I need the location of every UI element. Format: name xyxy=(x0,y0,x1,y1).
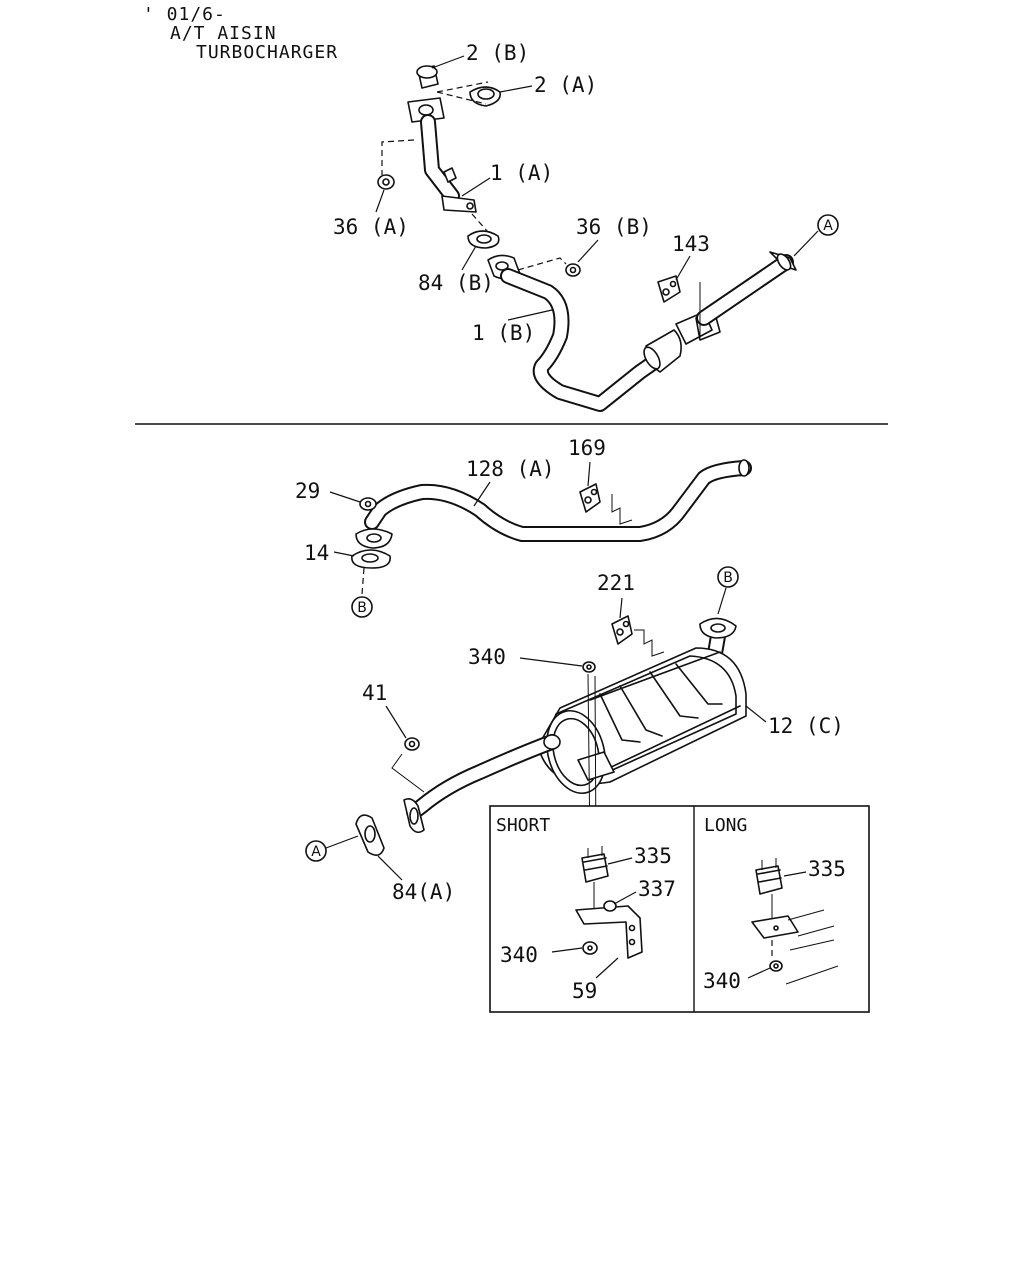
part-128a-pipe xyxy=(355,459,752,549)
rear-exhaust-labels: 128 (A) 169 29 14 B 221 B 340 12 (C) 41 … xyxy=(295,436,844,904)
part-29-nut xyxy=(359,497,377,511)
part-84a-gasket xyxy=(355,814,385,856)
hanger-variants-inset: SHORT LONG 335 337 340 59 xyxy=(489,805,870,1013)
label-84b: 84 (B) xyxy=(418,271,494,295)
header-engine: TURBOCHARGER xyxy=(196,42,338,63)
part-340-nut-upper xyxy=(582,661,596,673)
short-hanger-parts xyxy=(575,846,643,959)
part-12c-muffler xyxy=(403,617,747,834)
label-2a: 2 (A) xyxy=(534,73,597,97)
inset-title-short: SHORT xyxy=(496,815,550,836)
part-36b-nut xyxy=(565,263,581,277)
header-date: ' 01/6- xyxy=(143,4,226,25)
part-36a-nut xyxy=(377,174,395,190)
part-169-rubber-mount xyxy=(579,483,601,513)
label-2b: 2 (B) xyxy=(466,41,529,65)
ref-circle-b-left xyxy=(351,596,373,618)
label-12c: 12 (C) xyxy=(768,714,844,738)
ref-letter-b-left: B xyxy=(357,600,367,616)
inset-frame xyxy=(489,805,870,1013)
part-143-rubber-mount xyxy=(657,275,681,303)
diagram-header: ' 01/6- A/T AISIN TURBOCHARGER xyxy=(143,4,338,63)
label-29: 29 xyxy=(295,479,320,503)
part-84b-gasket xyxy=(467,230,500,249)
part-1b-pipe xyxy=(487,251,797,412)
front-pipe-assembly xyxy=(377,65,797,412)
part-14-gasket xyxy=(351,549,391,569)
ref-letter-a-bottom: A xyxy=(311,844,321,860)
label-340-upper: 340 xyxy=(468,645,506,669)
label-84a: 84(A) xyxy=(392,880,455,904)
rear-exhaust-assembly xyxy=(351,459,752,856)
label-14: 14 xyxy=(304,541,329,565)
label-340-long: 340 xyxy=(703,969,741,993)
label-1a: 1 (A) xyxy=(490,161,553,185)
label-59: 59 xyxy=(572,979,597,1003)
part-2a-gasket xyxy=(469,86,502,107)
label-335-long: 335 xyxy=(808,857,846,881)
ref-circle-a-bottom xyxy=(305,840,327,862)
part-221-rubber-mount xyxy=(611,615,633,645)
ref-circle-a-top xyxy=(817,214,839,236)
label-340-short: 340 xyxy=(500,943,538,967)
label-41: 41 xyxy=(362,681,387,705)
label-143: 143 xyxy=(672,232,710,256)
label-1b: 1 (B) xyxy=(472,321,535,345)
label-337: 337 xyxy=(638,877,676,901)
label-36b: 36 (B) xyxy=(576,215,652,239)
label-169: 169 xyxy=(568,436,606,460)
label-128a: 128 (A) xyxy=(466,457,555,481)
ref-letter-a-top: A xyxy=(823,218,833,234)
part-2b-nut xyxy=(416,65,439,89)
header-transmission: A/T AISIN xyxy=(170,23,277,44)
front-pipe-labels: 2 (B) 2 (A) 1 (A) 36 (A) 36 (B) 84 (B) 1… xyxy=(333,41,839,345)
part-41-nut xyxy=(404,737,420,751)
inset-title-long: LONG xyxy=(704,815,747,836)
label-221: 221 xyxy=(597,571,635,595)
long-hanger-parts xyxy=(751,858,839,985)
ref-letter-b-right: B xyxy=(723,570,733,586)
part-1a-pipe xyxy=(407,97,477,213)
ref-circle-b-right xyxy=(717,566,739,588)
label-36a: 36 (A) xyxy=(333,215,409,239)
label-335-short: 335 xyxy=(634,844,672,868)
